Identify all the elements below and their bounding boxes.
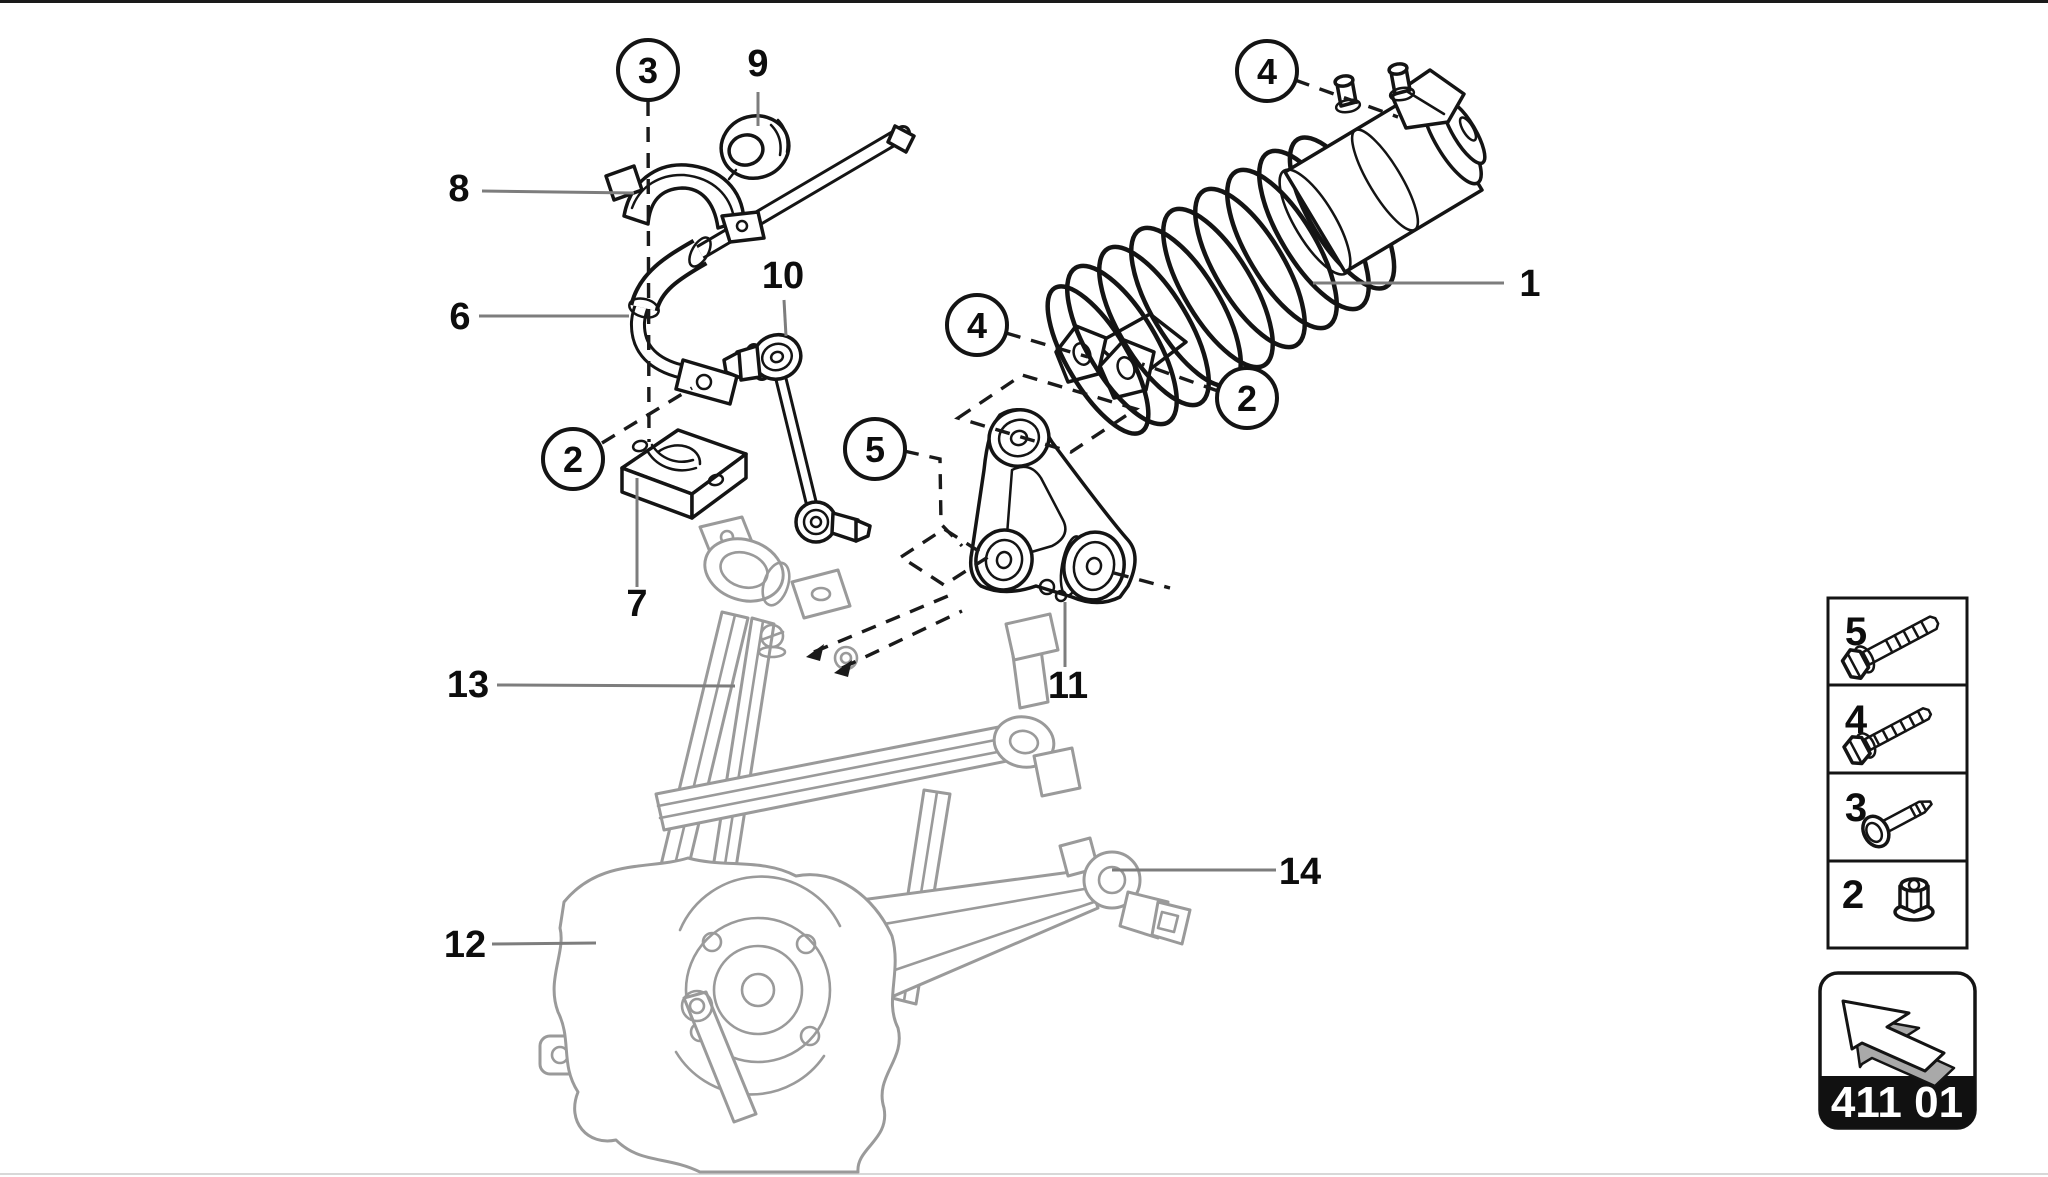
part-label-13[interactable]: 13 [447, 664, 489, 706]
part-label-6[interactable]: 6 [449, 296, 470, 338]
callout-5[interactable]: 5 [843, 417, 907, 481]
callout-circles: 3 4 4 2 2 5 [541, 38, 1299, 491]
triangle-link-drawing [968, 408, 1137, 605]
badge-code-band [1820, 1076, 1975, 1128]
stabilizer-bushing-drawing [719, 114, 791, 181]
svg-text:4: 4 [1845, 698, 1868, 742]
svg-text:3: 3 [638, 50, 658, 91]
assembly-dash-lines [601, 78, 1399, 677]
hex-flange-bolt-icon [1842, 707, 1933, 766]
subframe-context-drawing [538, 515, 1192, 1174]
top-border [0, 0, 2048, 3]
svg-text:3: 3 [1845, 786, 1867, 830]
legend-row-4[interactable]: 4 [1826, 683, 1969, 775]
part-label-14[interactable]: 14 [1279, 851, 1321, 893]
part-label-8[interactable]: 8 [448, 168, 469, 210]
part-label-12[interactable]: 12 [444, 924, 486, 966]
hex-flange-bolt-long-icon [1840, 615, 1940, 681]
part-label-1[interactable]: 1 [1519, 263, 1540, 305]
dash-arrowhead [806, 644, 824, 661]
svg-text:2: 2 [563, 439, 583, 480]
badge-code: 411 01 [1831, 1078, 1963, 1127]
callout-4-mid[interactable]: 4 [945, 293, 1009, 357]
page-back-arrow-icon [1841, 999, 1956, 1088]
svg-text:5: 5 [865, 429, 885, 470]
dash-arrowhead [834, 660, 852, 677]
stabilizer-lower-bracket-drawing [620, 428, 748, 520]
legend-row-3[interactable]: 3 [1826, 771, 1969, 863]
stabilizer-bar-drawing [628, 124, 916, 406]
legend-row-2[interactable]: 2 [1826, 859, 1969, 950]
svg-text:4: 4 [1257, 51, 1277, 92]
svg-text:5: 5 [1845, 610, 1867, 654]
fastener-legend: 5 4 3 [1826, 596, 1969, 950]
legend-row-5[interactable]: 5 [1826, 596, 1969, 687]
part-label-11[interactable]: 11 [1048, 665, 1088, 707]
callout-3[interactable]: 3 [616, 38, 680, 102]
leader-lines [479, 92, 1504, 946]
hex-flange-nut-icon [1893, 877, 1935, 922]
shock-absorber-drawing [1045, 62, 1487, 436]
part-label-7[interactable]: 7 [626, 583, 647, 625]
svg-text:2: 2 [1237, 378, 1257, 419]
svg-text:4: 4 [967, 305, 987, 346]
hex-washer-bolt-icon [1861, 800, 1933, 849]
callout-4-top[interactable]: 4 [1235, 39, 1299, 103]
part-label-10[interactable]: 10 [762, 255, 804, 297]
svg-text:2: 2 [1842, 873, 1864, 917]
part-labels: 1 6 7 8 9 10 11 12 13 14 [444, 43, 1541, 966]
part-label-9[interactable]: 9 [747, 43, 768, 85]
callout-2-left[interactable]: 2 [541, 427, 605, 491]
group-badge[interactable]: 411 01 [1818, 971, 1977, 1130]
drop-link-drawing [722, 333, 872, 544]
callout-2-right[interactable]: 2 [1215, 366, 1279, 430]
bottom-border [0, 1173, 2048, 1175]
